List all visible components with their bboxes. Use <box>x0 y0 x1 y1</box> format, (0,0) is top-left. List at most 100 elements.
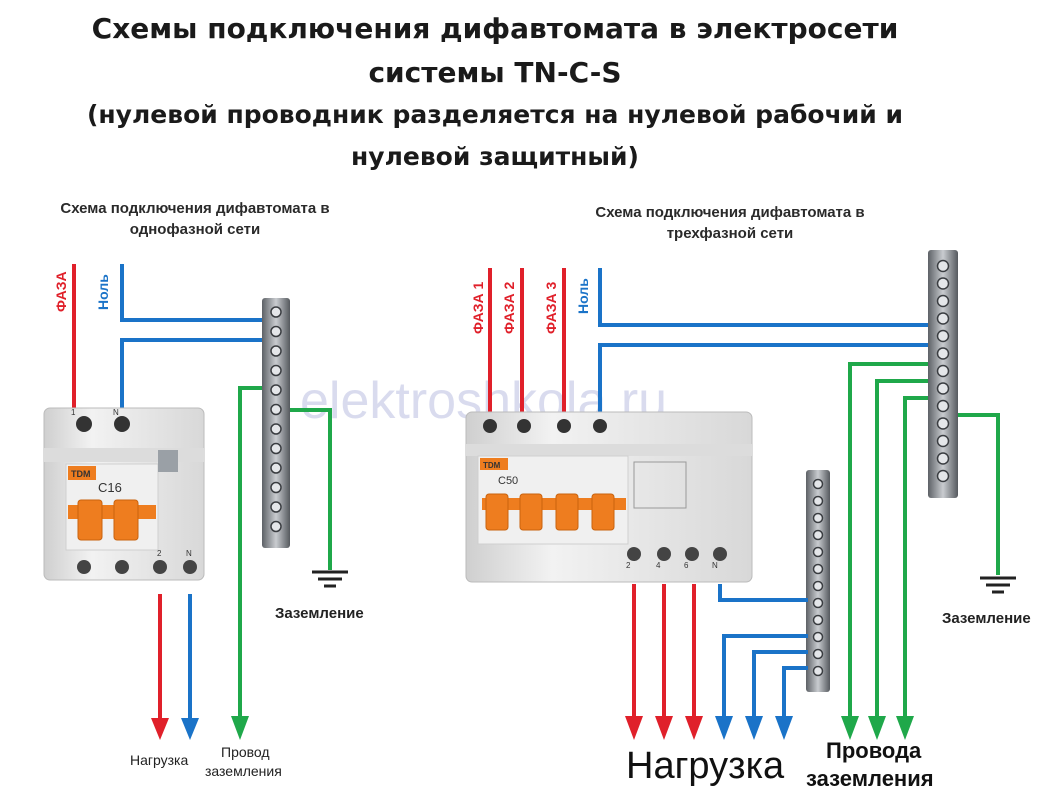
terminal-screw-icon <box>713 547 727 561</box>
terminal-screw-icon <box>557 419 571 433</box>
breaker-test-button <box>158 450 178 472</box>
load-neutral-wire-3 <box>782 666 808 718</box>
ground-wires-label-2: заземления <box>806 766 934 791</box>
phase-3-label: ФАЗА 3 <box>543 282 559 334</box>
busbar-screw-icon <box>270 364 282 377</box>
neutral-wire-breaker-to-bus <box>718 584 808 602</box>
arrow-down-icon <box>151 718 169 740</box>
ground-wire-out <box>238 386 272 718</box>
busbar <box>262 298 290 548</box>
breaker-toggle-bar <box>482 498 626 510</box>
busbar-screw-icon <box>270 403 282 416</box>
arrow-down-icon <box>655 716 673 740</box>
terminal-label: 4 <box>656 561 661 570</box>
terminal-label: 6 <box>684 561 689 570</box>
neutral-wire-to-breaker <box>598 343 935 420</box>
neutral-wire-to-bus <box>598 268 935 327</box>
arrow-down-icon <box>745 716 763 740</box>
load-neutral-wire-1 <box>722 634 808 718</box>
busbar-screw-icon <box>936 434 950 448</box>
ground-wires-label-1: Провода <box>826 738 922 763</box>
breaker-rating: C16 <box>98 480 122 495</box>
load-label: Нагрузка <box>626 745 785 787</box>
busbar-screw-icon <box>812 614 824 626</box>
busbar-screw-icon <box>270 345 282 357</box>
busbar-screw-icon <box>270 501 282 513</box>
arrow-down-icon <box>896 716 914 740</box>
breaker-rating: C50 <box>498 475 518 487</box>
three-phase-caption: Схема подключения дифавтомата в трехфазн… <box>545 202 915 244</box>
arrow-down-icon <box>685 716 703 740</box>
busbar-screw-icon <box>270 306 282 318</box>
neutral-label: Ноль <box>575 278 591 314</box>
busbar-screw-icon <box>812 597 824 609</box>
busbar-screw-icon <box>812 529 824 541</box>
ground-wire-label-2: заземления <box>205 763 282 779</box>
arrow-down-icon <box>625 716 643 740</box>
terminal-screw-icon <box>593 419 607 433</box>
terminal-screw-icon <box>483 419 497 433</box>
busbar-screw-icon <box>270 520 282 533</box>
breaker-lever-1 <box>485 493 509 531</box>
busbar-screw-icon <box>812 478 824 490</box>
phase-1-label: ФАЗА 1 <box>470 282 486 334</box>
main-title-line-4: нулевой защитный) <box>351 142 639 171</box>
busbar-screw-icon <box>936 294 950 308</box>
breaker-lever-2 <box>519 493 543 531</box>
terminal-screw-icon <box>153 560 167 574</box>
ground-label: Заземление <box>942 610 1031 627</box>
load-label: Нагрузка <box>130 752 188 768</box>
busbar-screw-icon <box>812 631 824 643</box>
busbar-screw-icon <box>936 364 950 378</box>
terminal-screw-icon <box>685 547 699 561</box>
ground-wire-out-3 <box>903 396 935 718</box>
terminal-screw-icon <box>115 560 129 574</box>
busbar-screw-icon <box>270 481 282 494</box>
busbar-screw-icon <box>812 580 824 592</box>
terminal-label: 2 <box>157 549 162 558</box>
busbar-screw-icon <box>270 384 282 396</box>
busbar-screw-icon <box>936 347 950 360</box>
ground-wire-earth <box>280 408 332 570</box>
ground-symbol-icon <box>312 570 348 588</box>
arrow-down-icon <box>841 716 859 740</box>
ground-wire-out-1 <box>848 362 935 718</box>
ground-busbar <box>928 250 958 498</box>
breaker-lever-4 <box>591 493 615 531</box>
busbar-screw-icon <box>936 399 950 413</box>
terminal-label: 1 <box>71 408 76 417</box>
ground-symbol-icon <box>980 576 1016 594</box>
busbar-screw-icon <box>936 277 950 290</box>
breaker-lever-1 <box>77 499 103 541</box>
busbar-screw-icon <box>812 495 824 507</box>
phase-2-label: ФАЗА 2 <box>501 282 517 334</box>
breaker-brand: TDM <box>71 469 91 479</box>
neutral-busbar <box>806 470 830 692</box>
busbar-screw-icon <box>936 259 950 273</box>
single-phase-caption-line-1: Схема подключения дифавтомата в <box>60 200 330 217</box>
arrow-down-icon <box>715 716 733 740</box>
terminal-screw-icon <box>77 560 91 574</box>
terminal-screw-icon <box>657 547 671 561</box>
single-phase-caption-line-2: однофазной сети <box>129 221 261 238</box>
busbar-screw-icon <box>812 512 824 524</box>
busbar-screw-icon <box>270 423 282 435</box>
ground-wire-earth <box>945 413 1000 575</box>
busbar-screw-icon <box>270 462 282 474</box>
main-title-line-3: (нулевой проводник разделяется на нулево… <box>86 100 903 129</box>
arrow-down-icon <box>775 716 793 740</box>
busbar-screw-icon <box>812 546 824 558</box>
three-phase-caption-line-2: трехфазной сети <box>666 225 794 242</box>
terminal-label: N <box>113 408 119 417</box>
terminal-label: N <box>186 549 192 558</box>
busbar-screw-icon <box>270 325 282 338</box>
main-title-line-1: Схемы подключения дифавтомата в электрос… <box>91 12 899 45</box>
breaker-brand-badge <box>68 466 96 480</box>
breaker-lever-2 <box>113 499 139 541</box>
neutral-wire-to-breaker <box>120 338 272 412</box>
busbar-screw-icon <box>936 382 950 395</box>
breaker-lever-3 <box>555 493 579 531</box>
terminal-screw-icon <box>76 416 92 432</box>
terminal-screw-icon <box>183 560 197 574</box>
